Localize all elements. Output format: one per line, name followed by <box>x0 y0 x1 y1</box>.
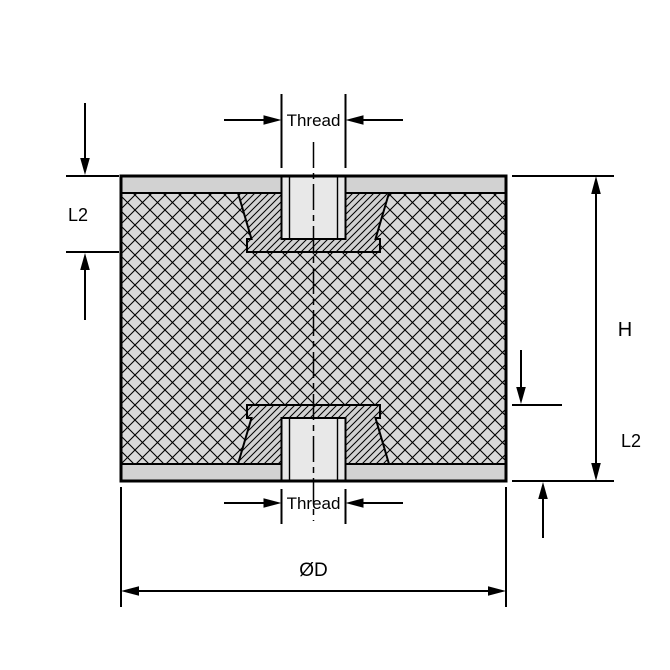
dim-thread-top: Thread <box>224 94 403 168</box>
l2-right-label: L2 <box>621 431 641 451</box>
arrowhead-right <box>488 586 506 596</box>
arrowhead-left <box>345 498 364 508</box>
arrowhead-right <box>263 115 282 125</box>
arrowhead-up <box>591 176 601 194</box>
part-section <box>119 142 508 521</box>
top-bore-thread-lines <box>288 177 339 238</box>
thread-top-label: Thread <box>287 111 341 130</box>
arrowhead-right <box>263 498 282 508</box>
arrowhead-down <box>80 158 90 175</box>
dim-od: ØD <box>120 487 507 607</box>
dim-l2-right: L2 <box>512 350 641 538</box>
arrowhead-down <box>591 463 601 481</box>
l2-left-label: L2 <box>68 205 88 225</box>
thread-bottom-label: Thread <box>287 494 341 513</box>
od-label: ØD <box>299 560 328 581</box>
arrowhead-down <box>516 387 526 404</box>
dim-thread-bottom: Thread <box>224 489 403 524</box>
arrowhead-left <box>345 115 364 125</box>
bottom-bore-thread-lines <box>288 419 339 480</box>
dim-h: H <box>512 175 632 482</box>
arrowhead-left <box>121 586 139 596</box>
arrowhead-up <box>538 482 548 499</box>
h-label: H <box>618 319 632 341</box>
dim-l2-left: L2 <box>66 103 119 320</box>
arrowhead-up <box>80 253 90 270</box>
